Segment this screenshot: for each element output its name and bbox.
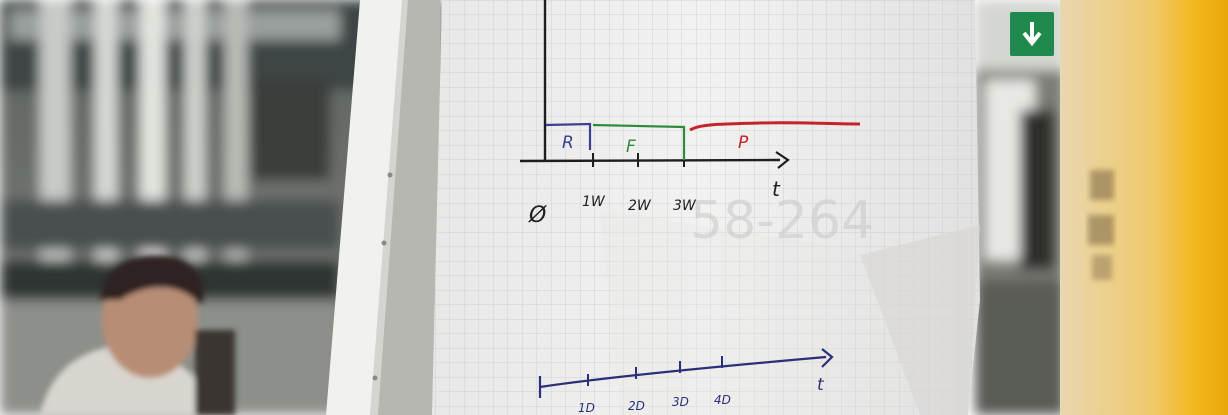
bottom-x-axis bbox=[539, 355, 827, 389]
top-axis-t-label: t bbox=[772, 177, 781, 201]
flip-chart-paper: 58-264 bbox=[432, 0, 980, 415]
top-tick-1w: 1W bbox=[582, 194, 606, 210]
top-tick-3w: 3W bbox=[673, 198, 697, 214]
phase-p-bar bbox=[689, 121, 861, 132]
phase-r-bar bbox=[545, 122, 592, 150]
top-tick-2w: 2W bbox=[628, 198, 652, 214]
background-right bbox=[975, 0, 1065, 415]
bottom-tick-1d: 1D bbox=[578, 401, 595, 415]
background-person bbox=[40, 255, 235, 415]
exit-sign bbox=[1010, 12, 1054, 56]
phase-f-label: F bbox=[626, 137, 636, 157]
top-tick-0: Ø bbox=[528, 203, 547, 228]
phase-r-label: R bbox=[562, 133, 574, 153]
bottom-timeline-sketch: 1D 2D 3D 4D t bbox=[538, 348, 834, 415]
bottom-tick-3d: 3D bbox=[672, 395, 689, 409]
easel-frame bbox=[326, 0, 440, 415]
phase-p-label: P bbox=[738, 133, 749, 153]
bottom-axis-arrow bbox=[821, 348, 834, 368]
bottom-tick-4d: 4D bbox=[714, 393, 731, 407]
bottom-tick-2d: 2D bbox=[628, 399, 645, 413]
phase-f-bar bbox=[592, 123, 686, 160]
bottom-axis-t-label: t bbox=[817, 375, 825, 395]
top-x-axis bbox=[519, 158, 781, 163]
top-timeline-sketch: R F P Ø 1W 2W 3W t bbox=[519, 0, 861, 228]
top-axis-arrow bbox=[775, 151, 790, 169]
faint-background-text: 58-264 bbox=[690, 191, 874, 251]
yellow-pillar bbox=[1060, 0, 1228, 415]
